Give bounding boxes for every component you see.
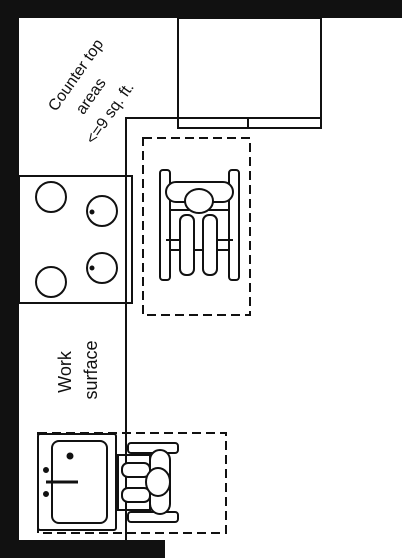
clear-floor-space-upper	[142, 137, 251, 316]
work-surface-label-line2: surface	[81, 340, 101, 399]
cooktop-frame	[18, 175, 133, 304]
burner-knob-dot	[89, 265, 95, 271]
upper-cabinet	[177, 17, 322, 129]
faucet-handle	[43, 491, 49, 497]
work-surface-label-line1: Work	[55, 350, 75, 393]
left-wall	[0, 0, 19, 558]
top-wall	[0, 0, 402, 18]
wheelchair-top-view-icon	[159, 169, 240, 281]
cooktop-icon	[18, 175, 133, 304]
bottom-wall	[0, 540, 165, 558]
burner	[86, 195, 118, 227]
faucet-handle	[43, 467, 49, 473]
burner	[35, 181, 67, 213]
clear-floor-space-lower	[37, 432, 227, 534]
faucet-handle	[66, 452, 74, 460]
wheelchair-top-view-icon	[117, 442, 179, 523]
burner	[35, 266, 67, 298]
sink-icon	[37, 433, 117, 531]
counter-outlines	[125, 17, 322, 540]
burner-knob-dot	[89, 209, 95, 215]
burner	[86, 252, 118, 284]
